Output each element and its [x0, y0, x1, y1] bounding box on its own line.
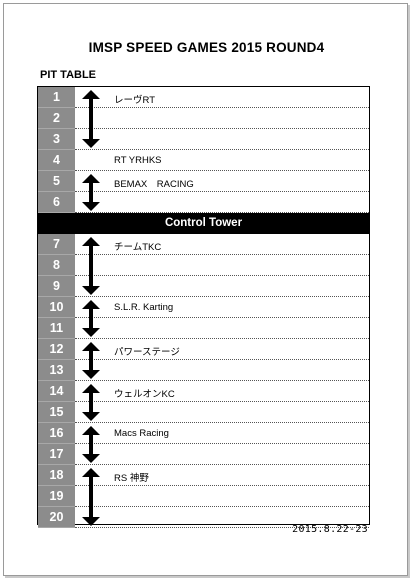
pit-row: 2	[38, 108, 369, 129]
pit-row: 4 RT YRHKS	[38, 150, 369, 171]
pit-number: 3	[38, 129, 75, 150]
team-name: レーヴRT	[114, 95, 155, 106]
pit-number: 11	[38, 318, 75, 339]
pit-row: 10 S.L.R. Karting	[38, 297, 369, 318]
row-divider	[75, 422, 369, 423]
pit-row: 13	[38, 360, 369, 381]
pit-row: 7 チームTKC	[38, 234, 369, 255]
pit-number: 12	[38, 339, 75, 360]
row-divider	[75, 191, 369, 192]
row-divider	[75, 212, 369, 213]
team-name: RS 神野	[114, 473, 149, 484]
page-frame	[3, 3, 408, 576]
row-divider	[75, 401, 369, 402]
pit-number: 15	[38, 402, 75, 423]
pit-number: 4	[38, 150, 75, 171]
pit-number: 6	[38, 192, 75, 213]
pit-row: 8	[38, 255, 369, 276]
pit-row: 9	[38, 276, 369, 297]
row-divider	[75, 527, 369, 528]
team-name: ウェルオンKC	[114, 389, 175, 400]
pit-number: 17	[38, 444, 75, 465]
pit-number: 2	[38, 108, 75, 129]
double-arrow-icon	[82, 174, 100, 211]
team-name: パワーステージ	[114, 347, 180, 358]
team-name: S.L.R. Karting	[114, 302, 174, 313]
team-name: チームTKC	[114, 242, 162, 253]
row-divider	[75, 338, 369, 339]
team-name: RT YRHKS	[114, 155, 162, 166]
pit-row: 16 Macs Racing	[38, 423, 369, 444]
pit-row: 20	[38, 507, 369, 528]
pit-row: 12 パワーステージ	[38, 339, 369, 360]
row-divider	[75, 317, 369, 318]
double-arrow-icon	[82, 468, 100, 526]
pit-row: 18 RS 神野	[38, 465, 369, 486]
pit-number: 10	[38, 297, 75, 318]
row-divider	[75, 254, 369, 255]
section-label: PIT TABLE	[40, 69, 97, 81]
pit-row: 14 ウェルオンKC	[38, 381, 369, 402]
row-divider	[75, 296, 369, 297]
pit-number: 16	[38, 423, 75, 444]
pit-row: 1 レーヴRT	[38, 87, 369, 108]
double-arrow-icon	[82, 90, 100, 148]
row-divider	[75, 149, 369, 150]
pit-number: 19	[38, 486, 75, 507]
double-arrow-icon	[82, 342, 100, 379]
pit-number: 5	[38, 171, 75, 192]
pit-row: 5 BEMAX RACING	[38, 171, 369, 192]
pit-number: 7	[38, 234, 75, 255]
event-date: 2015.8.22-23	[292, 524, 368, 535]
row-divider	[75, 485, 369, 486]
row-divider	[75, 506, 369, 507]
team-name: Macs Racing	[114, 428, 169, 439]
pit-row: 19	[38, 486, 369, 507]
row-divider	[75, 128, 369, 129]
row-divider	[75, 380, 369, 381]
pit-number: 18	[38, 465, 75, 486]
row-divider	[75, 359, 369, 360]
row-divider	[75, 464, 369, 465]
pit-row: 15	[38, 402, 369, 423]
control-tower-row: Control Tower	[38, 213, 369, 234]
row-divider	[75, 275, 369, 276]
pit-number: 9	[38, 276, 75, 297]
row-divider	[75, 107, 369, 108]
pit-row: 11	[38, 318, 369, 339]
team-name: BEMAX RACING	[114, 179, 194, 190]
row-divider	[75, 170, 369, 171]
double-arrow-icon	[82, 384, 100, 421]
double-arrow-icon	[82, 426, 100, 463]
pit-row: 17	[38, 444, 369, 465]
row-divider	[75, 443, 369, 444]
pit-number: 13	[38, 360, 75, 381]
pit-number: 8	[38, 255, 75, 276]
pit-number: 20	[38, 507, 75, 528]
document-title: IMSP SPEED GAMES 2015 ROUND4	[88, 40, 325, 55]
pit-number: 1	[38, 87, 75, 108]
double-arrow-icon	[82, 300, 100, 337]
double-arrow-icon	[82, 237, 100, 295]
pit-row: 6	[38, 192, 369, 213]
pit-row: 3	[38, 129, 369, 150]
pit-number: 14	[38, 381, 75, 402]
